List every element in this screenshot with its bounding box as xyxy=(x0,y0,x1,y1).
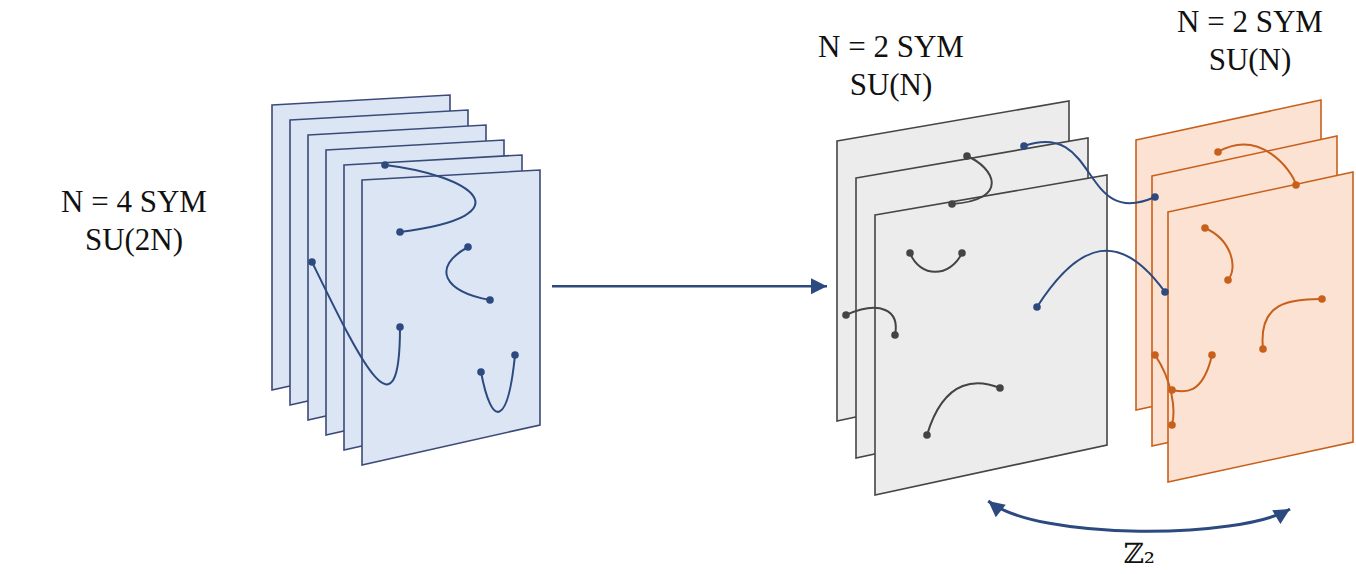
string-endpoint xyxy=(906,249,914,257)
gauge-group: SU(2N) xyxy=(8,221,260,259)
string-endpoint xyxy=(396,228,404,236)
open-string xyxy=(446,247,490,300)
string-endpoint xyxy=(1151,193,1159,201)
string-endpoint xyxy=(923,431,931,439)
string-endpoint xyxy=(1020,142,1028,150)
arrow-head xyxy=(1272,509,1290,524)
theory-name: N = 2 SYM xyxy=(775,28,1007,66)
string-endpoint xyxy=(308,258,316,266)
stack-heading: N = 2 SYMSU(N) xyxy=(1150,3,1350,79)
string-endpoint xyxy=(948,200,956,208)
stack-heading: N = 2 SYMSU(N) xyxy=(775,28,1007,104)
symmetry-label: ℤ₂ xyxy=(1119,538,1159,570)
arrow-head xyxy=(811,278,827,294)
string-endpoint xyxy=(996,384,1004,392)
brane-stack-node: N = 2 SYMSU(N) xyxy=(837,100,1112,495)
gauge-group: SU(N) xyxy=(775,66,1007,104)
open-string xyxy=(910,253,962,272)
string-endpoint xyxy=(1224,276,1232,284)
string-endpoint xyxy=(842,311,850,319)
open-string xyxy=(952,156,992,204)
string-endpoint xyxy=(477,368,485,376)
open-string xyxy=(1218,145,1296,185)
string-endpoint xyxy=(381,161,389,169)
brane-stack xyxy=(837,101,1107,495)
stack-heading: N = 4 SYMSU(2N) xyxy=(8,183,260,259)
open-string xyxy=(481,355,515,412)
open-strings xyxy=(308,142,1326,439)
brane-stack xyxy=(1136,100,1353,482)
brane-stack-node: N = 2 SYMSU(N) xyxy=(1136,95,1356,485)
open-string xyxy=(1263,299,1322,349)
connector xyxy=(988,501,1290,531)
string-endpoint xyxy=(511,351,519,359)
gauge-group: SU(N) xyxy=(1150,41,1350,79)
string-endpoint xyxy=(1259,345,1267,353)
connector-line xyxy=(988,501,1290,531)
string-endpoint xyxy=(1201,224,1209,232)
arrow-head xyxy=(988,501,1005,517)
string-endpoint xyxy=(1168,386,1176,394)
string-endpoint xyxy=(958,249,966,257)
string-endpoint xyxy=(396,323,404,331)
open-string xyxy=(927,383,1000,435)
brane-plane xyxy=(362,170,540,465)
open-string xyxy=(1172,355,1212,391)
brane-plane xyxy=(875,175,1107,495)
brane-stack xyxy=(272,95,540,465)
open-string xyxy=(312,262,400,384)
string-endpoint xyxy=(1292,181,1300,189)
theory-name: N = 2 SYM xyxy=(1150,3,1350,41)
connector-line xyxy=(552,285,827,288)
connector xyxy=(552,286,827,287)
string-endpoint xyxy=(464,243,472,251)
open-string xyxy=(1205,228,1233,280)
open-string xyxy=(846,308,896,335)
string-endpoint xyxy=(1208,351,1216,359)
open-string xyxy=(1024,142,1155,203)
theory-name: N = 4 SYM xyxy=(8,183,260,221)
string-endpoint xyxy=(1318,295,1326,303)
string-endpoint xyxy=(1168,421,1176,429)
string-endpoint xyxy=(1161,288,1169,296)
string-endpoint xyxy=(1214,148,1222,156)
open-string xyxy=(385,165,475,232)
string-endpoint xyxy=(891,331,899,339)
string-endpoint xyxy=(486,296,494,304)
brane-stack-node: N = 4 SYMSU(2N) xyxy=(272,95,542,470)
string-endpoint xyxy=(1033,303,1041,311)
open-string xyxy=(1037,251,1165,307)
string-endpoint xyxy=(1151,351,1159,359)
brane-plane xyxy=(1168,172,1353,482)
string-endpoint xyxy=(963,152,971,160)
